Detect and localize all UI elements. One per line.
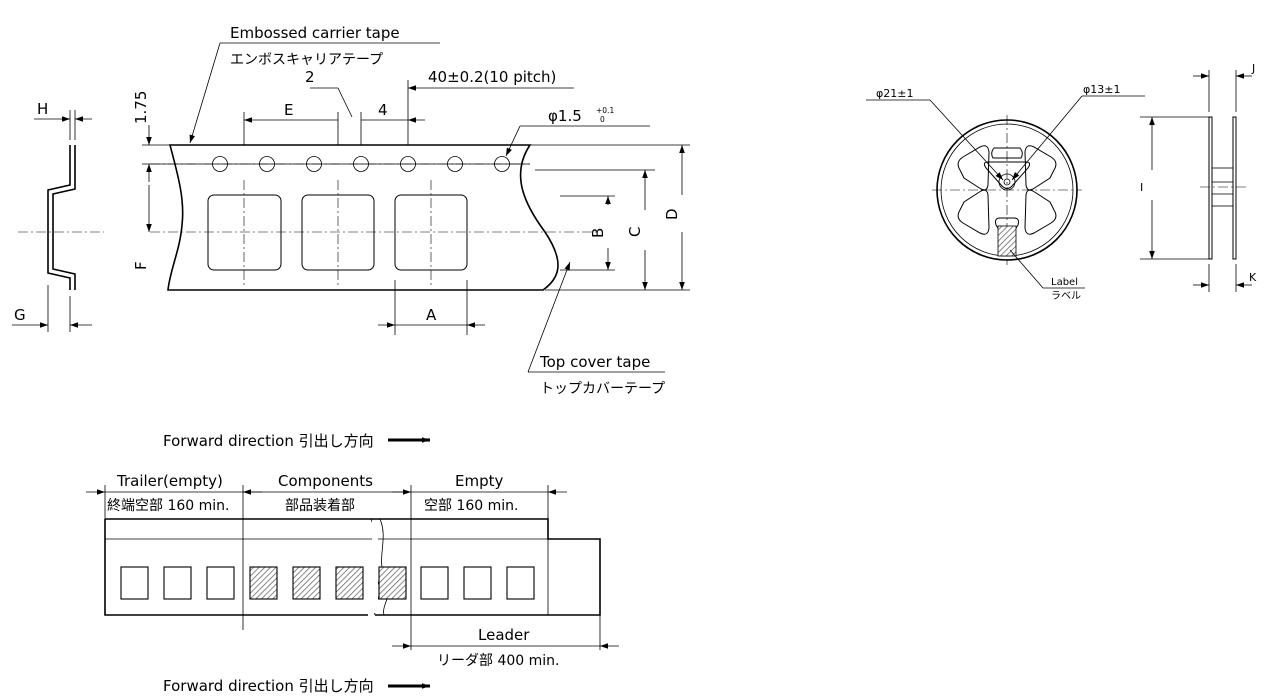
reel-label-text-jp: ラベル xyxy=(1051,290,1081,302)
dim-d-label: D xyxy=(663,208,681,220)
dim-e-label: E xyxy=(284,101,293,119)
embossed-tape-view: E 4 2 40±0.2(10 pitch) 1.75 F φ1.5 +0.1 … xyxy=(132,24,690,397)
reel-hub-dim: φ13±1 xyxy=(1083,83,1120,96)
trailer-length-label: 終端空部 160 min. xyxy=(107,498,229,514)
component-pocket xyxy=(249,566,278,600)
sprocket-holes xyxy=(212,156,510,172)
component-pocket xyxy=(292,566,321,600)
dim-175-label: 1.75 xyxy=(132,91,150,124)
dim-2-label: 2 xyxy=(305,68,315,86)
tape-side-section: H G xyxy=(12,100,104,332)
leader-label: Leader xyxy=(478,626,530,644)
empty-length-label: 空部 160 min. xyxy=(424,498,518,514)
tape-layout-diagram: Forward direction 引出し方向 Trailer( xyxy=(86,432,619,695)
dim-a-label: A xyxy=(426,306,437,324)
cover-tape-label: Top cover tape xyxy=(539,353,650,371)
dim-g-label: G xyxy=(14,306,26,324)
reel-dim-i: I xyxy=(1140,181,1143,194)
carrier-tape-label-jp: エンボスキャリアテープ xyxy=(230,52,383,68)
dim-hole-label: φ1.5 xyxy=(548,107,582,125)
dim-c-label: C xyxy=(626,227,644,237)
cover-tape-label-jp: トップカバーテープ xyxy=(540,381,665,397)
component-pocket xyxy=(335,566,364,600)
dim-b-label: B xyxy=(589,228,607,238)
dim-f-label: F xyxy=(132,261,150,270)
components-label-jp: 部品装着部 xyxy=(285,498,355,514)
components-label: Components xyxy=(278,472,373,490)
reel-label-patch xyxy=(997,225,1017,257)
dim-4-label: 4 xyxy=(378,101,388,119)
reel-dim-j: J xyxy=(1251,62,1255,75)
trailer-label: Trailer(empty) xyxy=(116,472,223,490)
dim-h-label: H xyxy=(37,100,48,118)
empty-label: Empty xyxy=(455,472,503,490)
reel-label-text: Label xyxy=(1051,277,1078,288)
leader-length-label: リーダ部 400 min. xyxy=(437,653,559,669)
dim-hole-tol-zero: 0 xyxy=(600,115,605,124)
reel-outer-dim: φ21±1 xyxy=(876,87,913,100)
reel-front-view: φ21±1 φ13±1 Label ラベル xyxy=(866,83,1145,302)
reel-side-view: I J K xyxy=(1140,62,1257,292)
dim-pitch-label: 40±0.2(10 pitch) xyxy=(428,68,556,86)
component-pocket xyxy=(378,566,407,600)
dim-hole-tol-plus: +0.1 xyxy=(596,106,614,115)
forward-direction-top: Forward direction 引出し方向 xyxy=(163,432,374,450)
reel-dim-k: K xyxy=(1249,271,1257,284)
carrier-tape-label: Embossed carrier tape xyxy=(230,24,400,42)
forward-direction-bottom: Forward direction 引出し方向 xyxy=(163,677,374,695)
embossed-pockets xyxy=(207,180,468,285)
